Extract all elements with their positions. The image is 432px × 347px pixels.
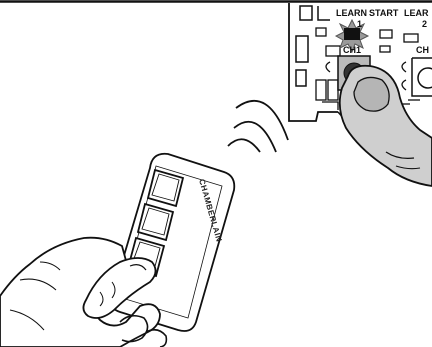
pressing-finger xyxy=(340,66,432,186)
ch2-label: CH xyxy=(416,45,429,55)
learn-1-label: LEARN xyxy=(336,8,367,18)
learn-2-label: LEAR xyxy=(404,8,429,18)
board-component xyxy=(296,36,308,62)
learn-1-number: 1 xyxy=(357,19,362,29)
learn-led-icon xyxy=(344,28,360,40)
signal-waves-icon xyxy=(228,101,288,152)
remote-and-hand: CHAMBERLAIN xyxy=(0,154,234,347)
ch1-label: CH1 xyxy=(343,45,361,55)
start-label: START xyxy=(369,8,399,18)
learn-2-number: 2 xyxy=(422,19,427,29)
fingernail xyxy=(354,77,389,111)
